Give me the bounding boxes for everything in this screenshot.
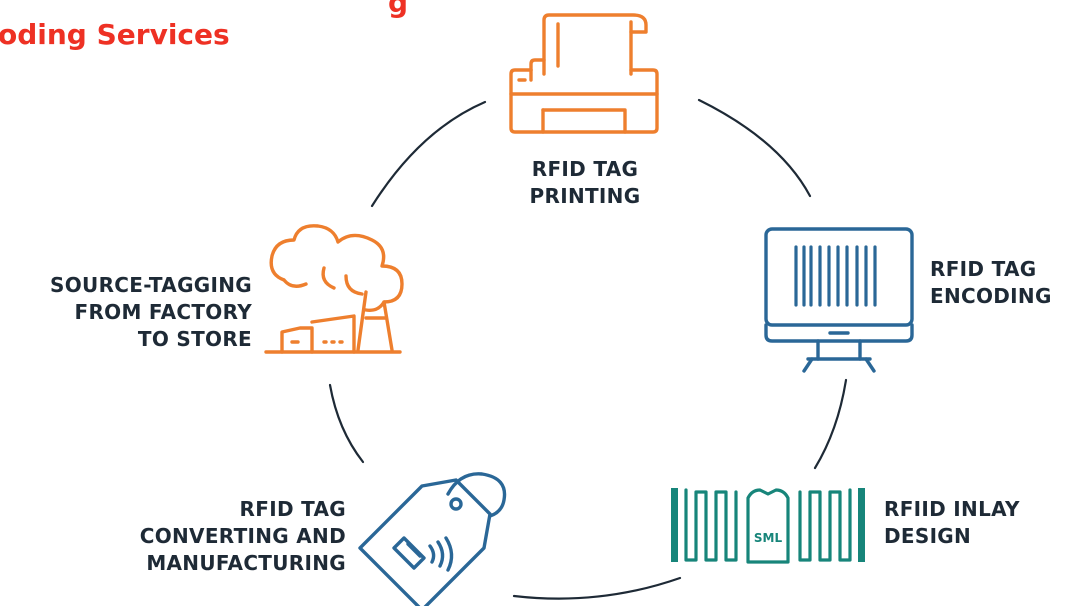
arc-inlay-to-converting bbox=[512, 576, 682, 600]
arc-printing-to-encoding bbox=[697, 98, 812, 198]
label-converting: RFID TAG CONVERTING AND MANUFACTURING bbox=[70, 496, 346, 577]
page-title-fragment-top: g bbox=[388, 0, 409, 19]
factory-icon bbox=[264, 224, 404, 354]
label-source-line-1: SOURCE-TAGGING bbox=[50, 273, 252, 297]
arc-source-to-printing bbox=[370, 100, 487, 208]
label-encoding: RFID TAG ENCODING bbox=[930, 256, 1052, 310]
label-printing: RFID TAG PRINTING bbox=[500, 156, 670, 210]
label-converting-line-3: MANUFACTURING bbox=[146, 551, 346, 575]
label-printing-line-1: RFID TAG bbox=[531, 157, 639, 181]
rfid-inlay-icon: SML bbox=[671, 488, 865, 564]
printer-icon bbox=[509, 13, 659, 134]
page-title: oding Services bbox=[0, 18, 230, 51]
label-inlay-line-2: DESIGN bbox=[884, 524, 972, 548]
label-inlay: RFIID INLAY DESIGN bbox=[884, 496, 1020, 550]
label-encoding-line-2: ENCODING bbox=[930, 284, 1052, 308]
label-source-line-3: TO STORE bbox=[137, 327, 252, 351]
label-inlay-line-1: RFIID INLAY bbox=[884, 497, 1020, 521]
monitor-barcode-icon bbox=[764, 227, 914, 373]
hang-tag-icon bbox=[358, 472, 507, 606]
label-printing-line-2: PRINTING bbox=[529, 184, 641, 208]
sml-logo-text: SML bbox=[754, 531, 783, 545]
label-encoding-line-1: RFID TAG bbox=[930, 257, 1037, 281]
label-converting-line-1: RFID TAG bbox=[239, 497, 346, 521]
arc-encoding-to-inlay bbox=[813, 378, 848, 470]
label-source-line-2: FROM FACTORY bbox=[74, 300, 252, 324]
label-converting-line-2: CONVERTING AND bbox=[139, 524, 346, 548]
label-source: SOURCE-TAGGING FROM FACTORY TO STORE bbox=[0, 272, 252, 353]
arc-converting-to-source bbox=[328, 383, 365, 464]
